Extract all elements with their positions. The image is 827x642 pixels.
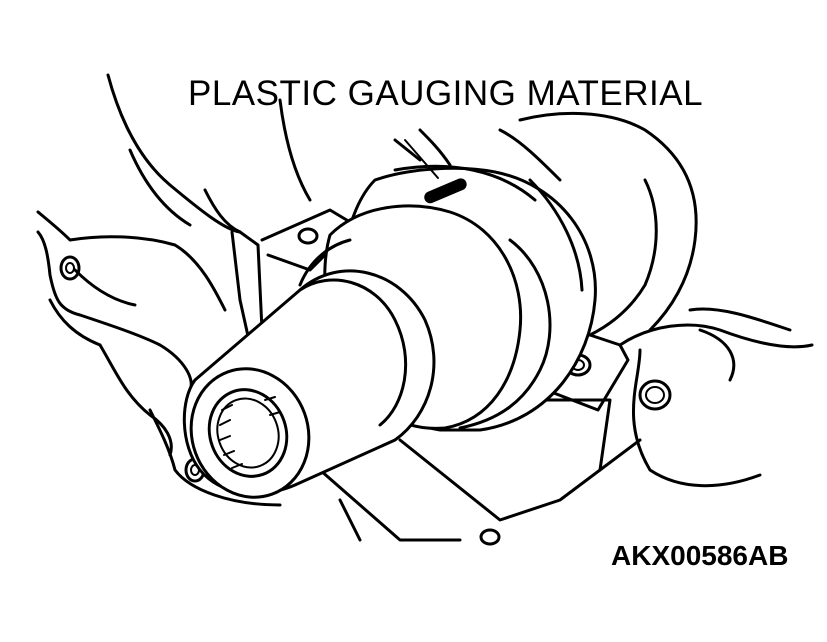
engine-block xyxy=(36,73,814,546)
label-leader-line xyxy=(404,139,439,179)
crankshaft-nose xyxy=(182,269,436,499)
figure-code: AKX00586AB xyxy=(611,540,789,571)
plastigage-strip xyxy=(424,178,467,204)
plastic-gauging-material-label: PLASTIC GAUGING MATERIAL xyxy=(188,74,704,113)
